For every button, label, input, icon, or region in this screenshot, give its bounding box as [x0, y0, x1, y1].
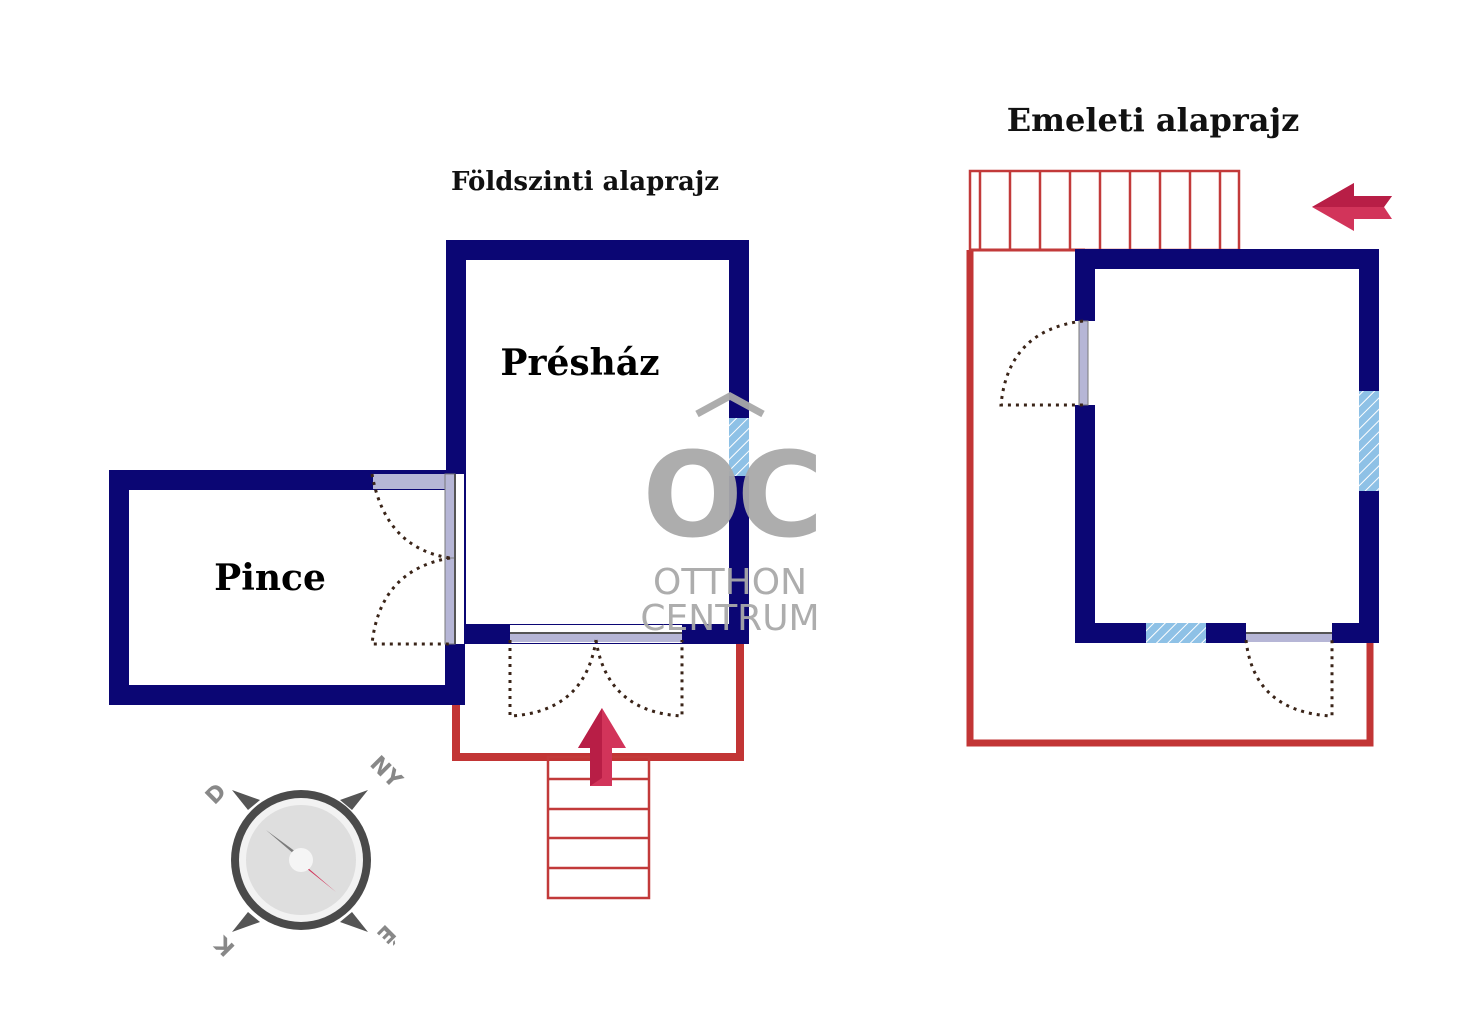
main-door-swing-left	[508, 639, 598, 718]
main-door-panel	[510, 633, 682, 642]
presshouse-label: Présház	[500, 342, 659, 384]
cellar-door-header-panel	[373, 474, 455, 489]
compass-letter-ny: NY	[365, 751, 408, 794]
upper-floor-title: Emeleti alaprajz	[1007, 101, 1300, 139]
logo-roof-icon	[695, 392, 765, 418]
upper-east-window	[1359, 391, 1379, 491]
cellar-label: Pince	[214, 557, 326, 599]
logo-text-line2: CENTRUM	[640, 598, 819, 639]
compass-letter-e: É	[371, 919, 400, 948]
upper-south-door-swing	[1244, 639, 1334, 718]
logo-monogram: OC	[643, 426, 818, 564]
main-door-swing-right	[594, 639, 684, 718]
cellar-door-swing-upper	[370, 473, 451, 560]
upper-south-window	[1146, 623, 1206, 643]
ground-floor-title: Földszinti alaprajz	[451, 167, 719, 197]
upper-floor-plan	[966, 169, 1392, 747]
ground-floor-plan: Présház Pince	[109, 240, 749, 900]
upper-terrace-outline	[966, 250, 1374, 747]
upper-west-door-swing	[999, 319, 1084, 407]
cellar-walls	[109, 470, 465, 705]
compass-icon: NY D K É	[201, 751, 407, 960]
cellar-door-swing-lower	[370, 556, 451, 646]
upper-room-walls	[1075, 249, 1379, 643]
upper-stairs	[968, 169, 1241, 252]
upper-west-door-leaf	[1078, 320, 1089, 406]
cellar-door-leaf-lower	[444, 557, 456, 645]
otthon-centrum-logo: OC OTTHON CENTRUM	[640, 392, 823, 639]
compass-letter-k: K	[210, 930, 240, 960]
presshouse-window	[729, 418, 749, 476]
logo-text-line1: OTTHON	[653, 562, 807, 603]
upper-south-door-leaf	[1246, 633, 1332, 642]
compass-letter-d: D	[201, 779, 232, 810]
cellar-door-leaf-upper	[444, 473, 456, 559]
